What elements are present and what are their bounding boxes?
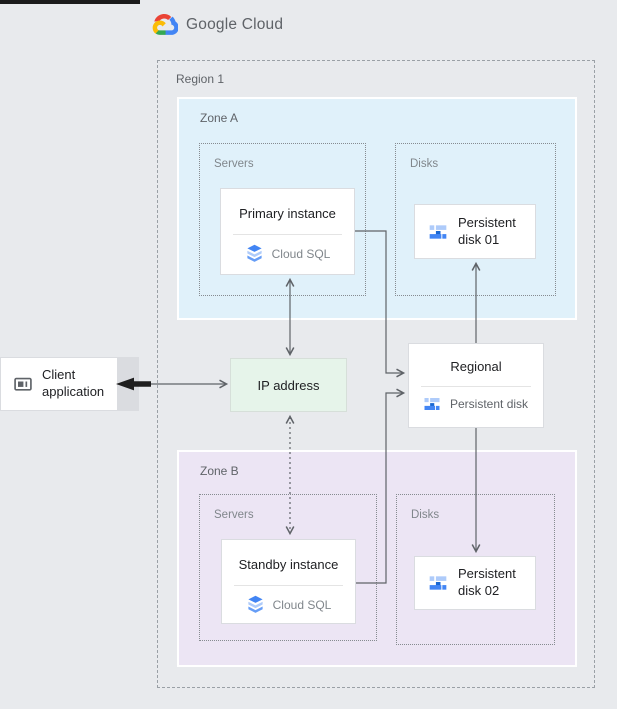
region-label: Region 1 (176, 72, 225, 86)
ip-address-label: IP address (257, 377, 320, 393)
divider (233, 234, 342, 235)
zone-a-servers-group (199, 143, 366, 296)
regional-product-label: Persistent disk (450, 397, 529, 411)
zone-a-servers-label: Servers (214, 158, 254, 170)
client-application-node: Client application (0, 357, 118, 411)
persistent-disk-01-node: Persistent disk 01 (414, 204, 536, 259)
client-application-label: Client application (42, 367, 105, 399)
ip-address-node: IP address (230, 358, 347, 412)
client-node-strip (118, 357, 139, 411)
standby-product-label: Cloud SQL (272, 597, 332, 612)
brand-text: Google Cloud (186, 15, 284, 33)
cloud-sql-icon (247, 244, 262, 262)
primary-product-label: Cloud SQL (271, 246, 331, 261)
zone-a-label: Zone A (200, 111, 239, 125)
zone-b-servers-label: Servers (214, 509, 254, 521)
persistent-disk-icon (424, 398, 440, 410)
standby-instance-title: Standby instance (238, 557, 339, 572)
google-cloud-logo: Google Cloud (152, 14, 283, 35)
disk-01-label: Persistent disk 01 (458, 214, 516, 247)
zone-b-disks-label: Disks (411, 509, 440, 521)
top-edge-bar (0, 0, 140, 4)
regional-persistent-disk-node: Regional Persistent disk (408, 343, 544, 428)
zone-a-disks-label: Disks (410, 158, 439, 170)
cloud-sql-icon (248, 595, 263, 613)
client-app-icon (14, 377, 32, 391)
primary-instance-title: Primary instance (239, 206, 336, 221)
region-boundary (157, 60, 595, 688)
persistent-disk-icon (429, 224, 447, 239)
primary-instance-node: Primary instance Cloud SQL (220, 188, 355, 275)
persistent-disk-02-node: Persistent disk 02 (414, 556, 536, 610)
zone-b-label: Zone B (200, 464, 239, 478)
persistent-disk-icon (429, 576, 447, 590)
divider (234, 585, 343, 586)
divider (421, 386, 531, 387)
disk-02-label: Persistent disk 02 (458, 566, 516, 598)
standby-instance-node: Standby instance Cloud SQL (221, 539, 356, 624)
regional-title: Regional (450, 359, 502, 374)
google-cloud-icon (152, 14, 178, 35)
